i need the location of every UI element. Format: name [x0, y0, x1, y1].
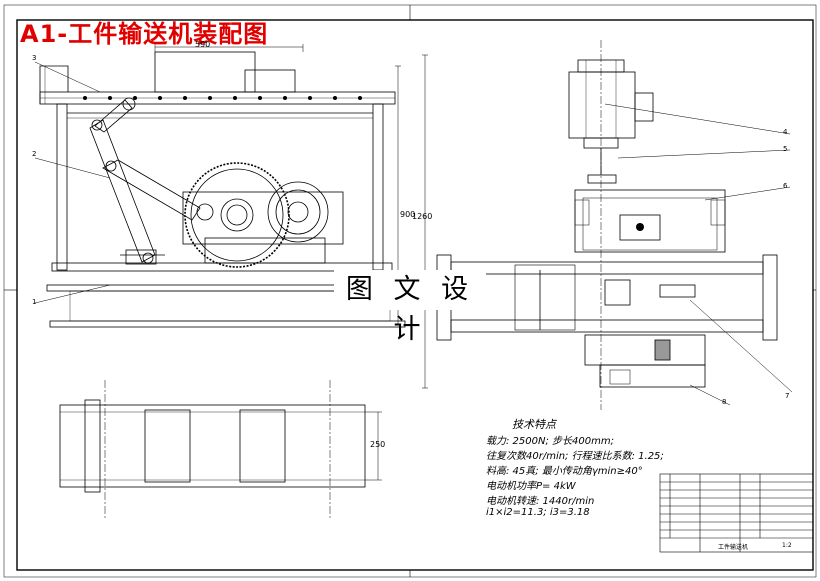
title-block-scale: 1:2: [782, 542, 792, 549]
tech-line-6: i1×i2=11.3; i3=3.18: [486, 507, 590, 518]
callout-8: 8: [722, 398, 727, 406]
callout-3: 3: [32, 54, 37, 62]
callout-4: 4: [783, 128, 788, 136]
dim-pitch: 250: [370, 440, 386, 449]
dim-height-right: 1260: [412, 212, 433, 221]
side-view: [436, 59, 778, 388]
callout-1: 1: [32, 298, 37, 306]
drawing-title: A1-工件输送机装配图: [20, 20, 269, 48]
callout-2: 2: [32, 150, 37, 158]
callout-7: 7: [785, 392, 790, 400]
tech-line-2: 往复次数40r/min; 行程速比系数: 1.25;: [486, 451, 664, 462]
tech-line-5: 电动机转速: 1440r/min: [486, 496, 595, 507]
tech-line-3: 料高: 45真; 最小传动角γmin≥40°: [486, 466, 643, 477]
title-block: [659, 473, 814, 553]
callout-6: 6: [783, 182, 788, 190]
watermark: 图 文 设 计: [334, 270, 486, 345]
callout-5: 5: [783, 145, 788, 153]
side-view-dimensions: [422, 40, 793, 410]
tech-line-1: 载力: 2500N; 步长400mm;: [486, 436, 614, 447]
top-view: [59, 380, 382, 520]
tech-heading: 技术特点: [512, 418, 556, 431]
drawing-frame: [3, 4, 817, 578]
dim-height-left: 900: [400, 210, 416, 219]
tech-line-4: 电动机功率P= 4kW: [486, 481, 576, 492]
title-block-drawing-name: 工件输送机: [718, 544, 749, 551]
dim-top-width: 590: [195, 40, 211, 49]
